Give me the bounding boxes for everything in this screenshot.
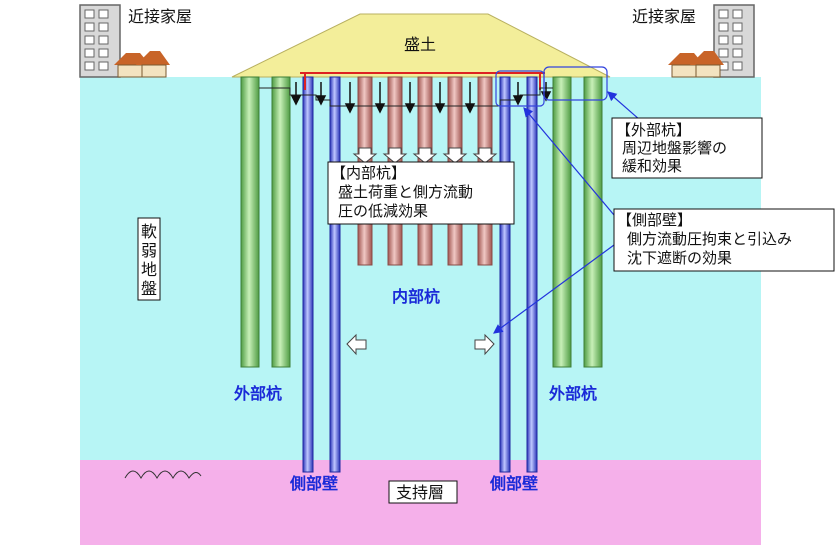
- callout-wall-title: 【側部壁】: [617, 211, 692, 229]
- side-wall-label-left: 側部壁: [289, 474, 338, 493]
- house-icon: [114, 51, 170, 78]
- soft-ground-char-4: 盤: [141, 279, 157, 298]
- callout-outer-pile: 【外部杭】 周辺地盤影響の 緩和効果: [611, 117, 763, 179]
- callout-wall-line2: 沈下遮断の効果: [627, 249, 732, 267]
- neighbor-label-left: 近接家屋: [128, 7, 192, 26]
- soft-ground-label: 軟 弱 地 盤: [137, 217, 161, 301]
- bearing-layer-text: 支持層: [396, 483, 444, 502]
- callout-wall-line1: 側方流動圧拘束と引込み: [627, 230, 792, 248]
- bearing-layer-label: 支持層: [388, 480, 458, 504]
- callout-outer-title: 【外部杭】: [616, 121, 691, 139]
- wall-highlight-box: [495, 70, 545, 107]
- down-arrow-icon: [290, 82, 552, 114]
- settlement-profile: [259, 87, 553, 107]
- house-icon: [668, 51, 724, 78]
- grass-icon: [124, 470, 202, 480]
- outer-piles-left: [240, 76, 291, 368]
- side-walls-right: [499, 76, 538, 473]
- callout-outer-line2: 緩和効果: [622, 157, 682, 175]
- soft-ground-char-3: 地: [141, 260, 157, 279]
- side-walls-left: [302, 76, 341, 473]
- neighbor-label-right: 近接家屋: [632, 7, 696, 26]
- hollow-arrow-icon: [352, 147, 498, 164]
- inner-pile-label: 内部杭: [392, 287, 440, 306]
- outer-pile-label-left: 外部杭: [233, 384, 282, 403]
- embankment-label: 盛土: [404, 35, 436, 54]
- side-wall-label-right: 側部壁: [489, 474, 538, 493]
- outer-pile-label-right: 外部杭: [548, 384, 597, 403]
- callout-inner-title: 【内部杭】: [331, 164, 406, 182]
- hollow-arrow-icon: [346, 333, 495, 356]
- callout-inner-line1: 盛土荷重と側方流動: [338, 183, 473, 201]
- callout-inner-line2: 圧の低減効果: [338, 202, 428, 220]
- soft-ground-char-2: 弱: [141, 241, 157, 260]
- callout-side-wall: 【側部壁】 側方流動圧拘束と引込み 沈下遮断の効果: [613, 208, 835, 272]
- building-icon: [79, 4, 121, 78]
- soft-ground-char-1: 軟: [141, 222, 157, 241]
- callout-outer-line1: 周辺地盤影響の: [622, 139, 727, 157]
- callout-inner-pile: 【内部杭】 盛土荷重と側方流動 圧の低減効果: [327, 161, 515, 225]
- outer-piles-right: [552, 76, 603, 368]
